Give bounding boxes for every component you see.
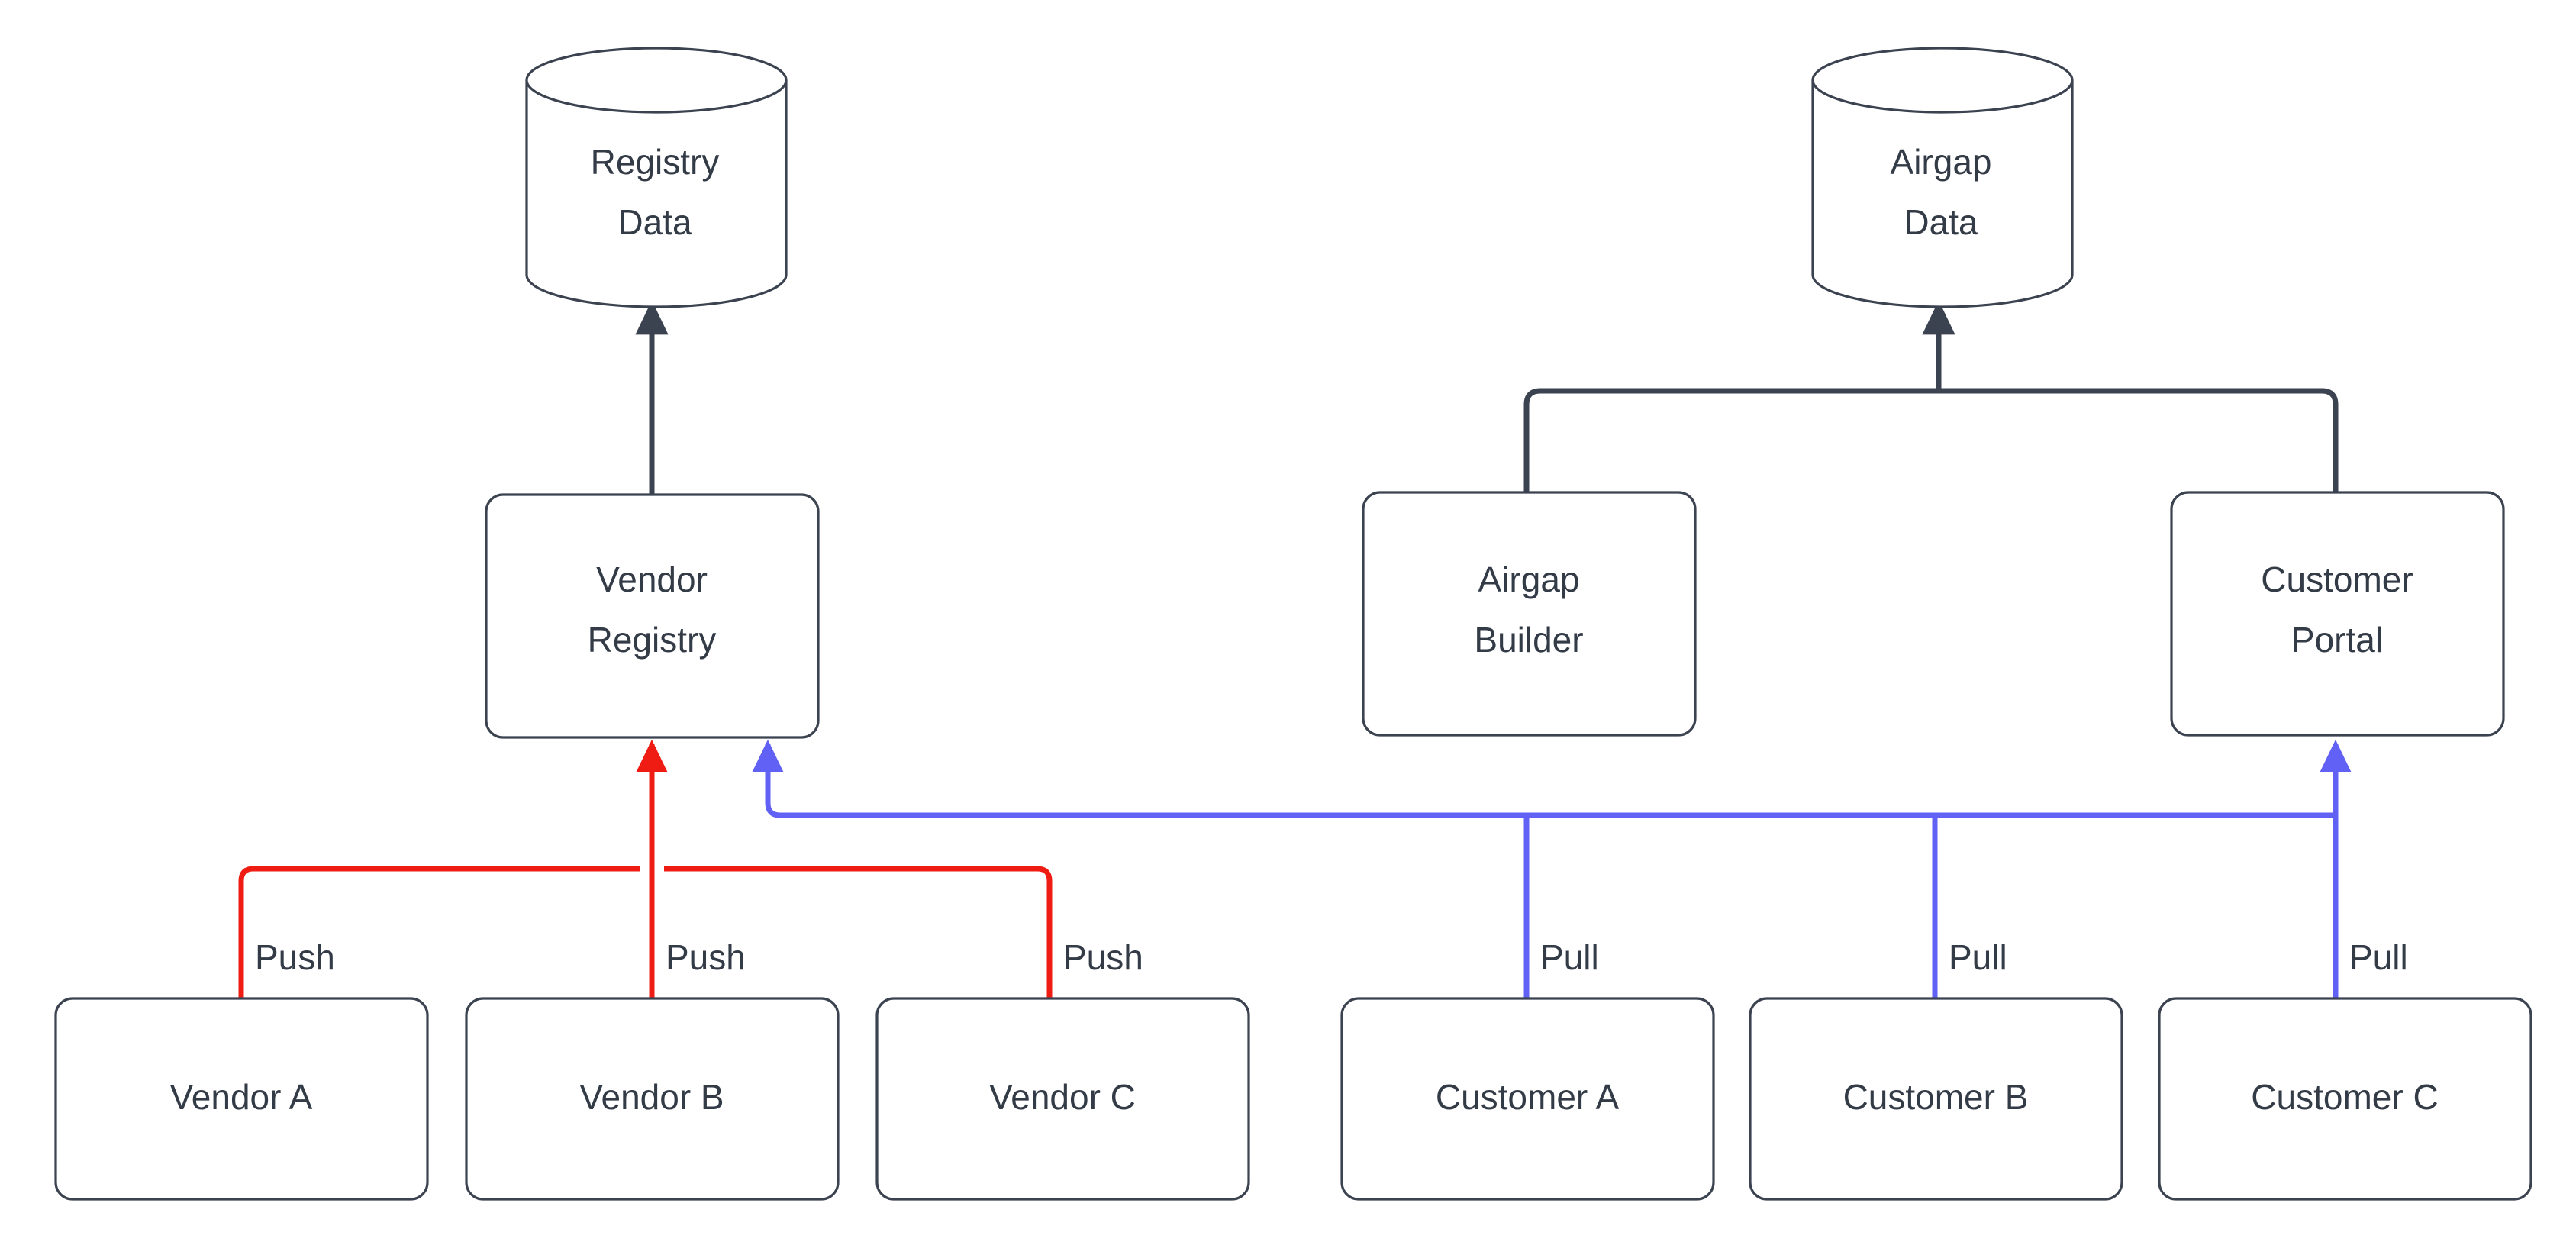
edge-label-push-vendor-c: Push [1063,937,1143,977]
edge-vendor-c-push [664,866,1053,998]
airgap-data-label-line1: Airgap [1891,142,1992,182]
node-customer-a[interactable]: Customer A [1340,997,1715,1201]
customer-a-label: Customer A [1436,1077,1620,1117]
registry-data-label-line1: Registry [591,142,720,182]
node-vendor-a[interactable]: Vendor A [54,997,429,1201]
vendor-b-label: Vendor B [579,1077,724,1117]
edge-vendor-a-push [238,866,640,998]
node-airgap-data[interactable]: Airgap Data [1811,47,2074,308]
customer-b-label: Customer B [1843,1077,2029,1117]
node-customer-b[interactable]: Customer B [1749,997,2123,1201]
vendor-registry-label-line2: Registry [588,620,717,660]
edge-pull-bus [765,744,2336,818]
vendor-c-label: Vendor C [989,1077,1136,1117]
customer-portal-label-line2: Portal [2291,620,2383,660]
edge-label-pull-customer-b: Pull [1949,937,2007,977]
airgap-builder-label-line1: Airgap [1478,560,1580,599]
node-customer-portal[interactable]: Customer Portal [2170,491,2505,737]
node-customer-c[interactable]: Customer C [2158,997,2532,1201]
edge-label-pull-customer-a: Pull [1540,937,1599,977]
edge-airgap-builder-to-airgap-data [1523,388,1939,492]
vendor-registry-label-line1: Vendor [596,560,708,599]
edge-customer-portal-to-airgap-data [1939,388,2339,492]
vendor-a-label: Vendor A [170,1077,313,1117]
registry-data-label-line2: Data [617,202,692,242]
node-airgap-builder[interactable]: Airgap Builder [1362,491,1697,737]
node-vendor-registry[interactable]: Vendor Registry [485,493,820,739]
customer-portal-label-line1: Customer [2261,560,2413,599]
node-registry-data[interactable]: Registry Data [525,47,788,308]
node-vendor-c[interactable]: Vendor C [875,997,1250,1201]
airgap-builder-label-line2: Builder [1474,620,1583,660]
airgap-data-label-line2: Data [1904,202,1978,242]
customer-c-label: Customer C [2251,1077,2438,1117]
edge-label-push-vendor-b: Push [666,937,746,977]
edge-label-pull-customer-c: Pull [2349,937,2408,977]
node-vendor-b[interactable]: Vendor B [465,997,840,1201]
edge-label-push-vendor-a: Push [255,937,335,977]
